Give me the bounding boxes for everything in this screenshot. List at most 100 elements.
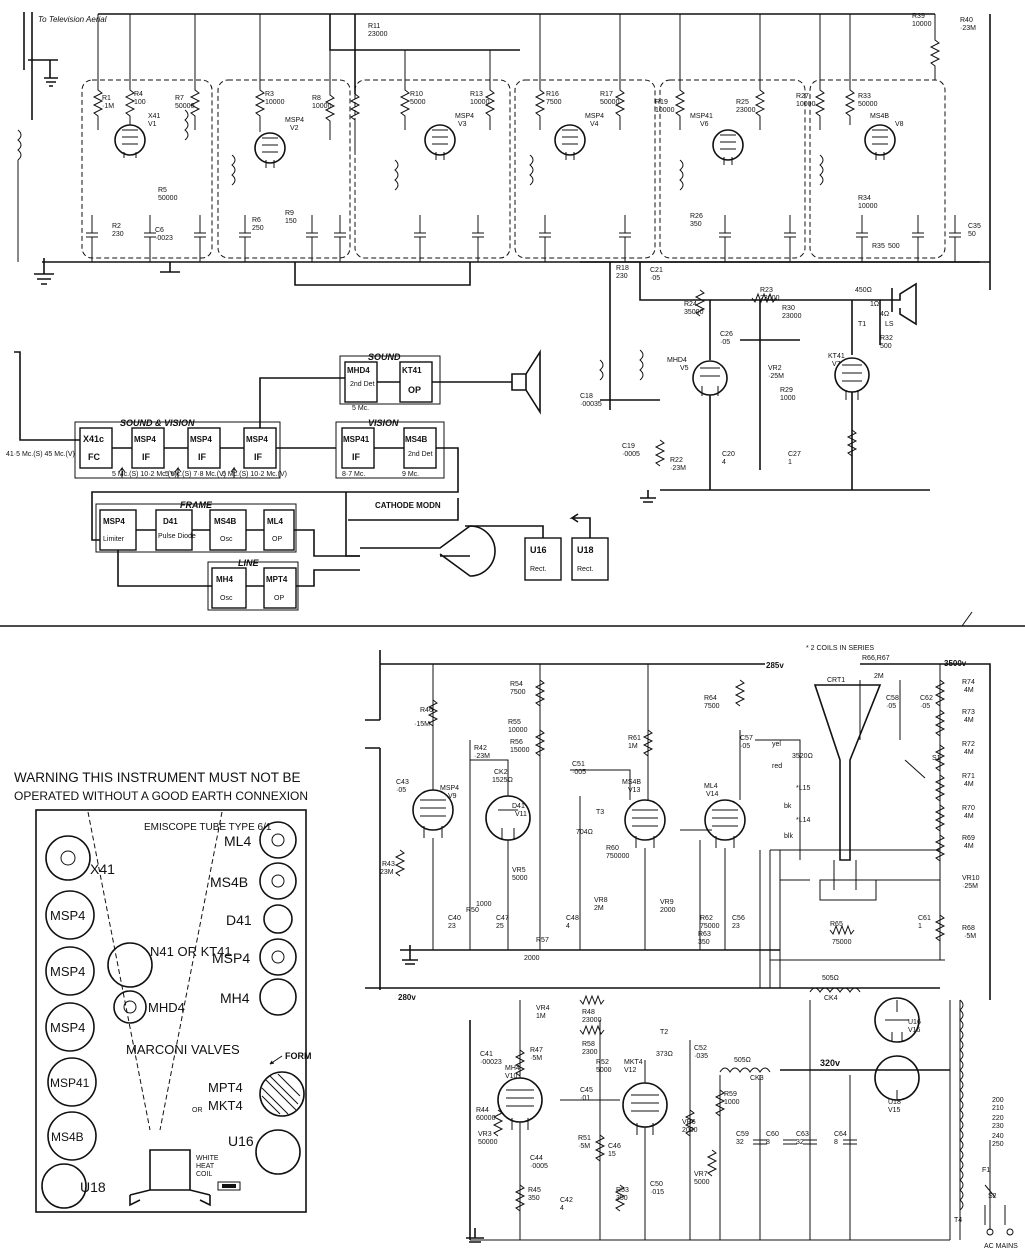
svg-text:OP: OP [274, 595, 284, 602]
svg-text:10000: 10000 [796, 101, 816, 108]
tube-title: EMISCOPE TUBE TYPE 6/1 [144, 822, 272, 833]
svg-text:R33: R33 [858, 93, 871, 100]
svg-text:V9: V9 [448, 793, 457, 800]
svg-text:R2: R2 [112, 223, 121, 230]
svg-text:R59: R59 [724, 1091, 737, 1098]
bottom-schematic: 285v 280v 320v 3500v * 2 COILS IN SERIES… [365, 645, 1018, 1250]
svg-text:FORM: FORM [285, 1051, 312, 1061]
svg-text:CK3: CK3 [750, 1075, 764, 1082]
svg-text:V13: V13 [628, 787, 641, 794]
svg-text:·00023: ·00023 [480, 1059, 502, 1066]
svg-text:MSP4: MSP4 [103, 517, 125, 526]
svg-text:R58: R58 [582, 1041, 595, 1048]
earth-symbol-left [34, 258, 54, 285]
svg-text:150: 150 [285, 218, 297, 225]
svg-text:R60: R60 [606, 845, 619, 852]
svg-text:R30: R30 [782, 305, 795, 312]
svg-text:50000: 50000 [858, 101, 878, 108]
svg-text:·23M: ·23M [474, 753, 490, 760]
valve-v6: MSP41 V6 [690, 113, 744, 165]
svg-text:U16: U16 [228, 1133, 254, 1149]
svg-text:4M: 4M [964, 813, 974, 820]
svg-text:MKT4: MKT4 [624, 1059, 643, 1066]
svg-text:V2: V2 [290, 125, 299, 132]
svg-text:C43: C43 [396, 779, 409, 786]
svg-text:32: 32 [736, 1139, 744, 1146]
svg-text:IF: IF [352, 452, 361, 462]
svg-text:U16: U16 [530, 545, 547, 555]
valve-v15: U18 V15 [874, 1055, 920, 1114]
freq-sv-3: 5 Mc.(S) 10·2 Mc.(V) [222, 471, 287, 478]
svg-text:R34: R34 [858, 195, 871, 202]
svg-text:MH4: MH4 [216, 575, 233, 584]
svg-text:MH4: MH4 [505, 1065, 520, 1072]
svg-text:R48: R48 [582, 1009, 595, 1016]
svg-text:·15M: ·15M [414, 721, 430, 728]
svg-text:MPT4: MPT4 [266, 575, 288, 584]
rail-285v-label: 285v [766, 661, 784, 670]
earth-bus-bottom [400, 945, 780, 965]
svg-text:23000: 23000 [736, 107, 756, 114]
svg-text:C44: C44 [530, 1155, 543, 1162]
top-coils [17, 109, 824, 262]
svg-text:C64: C64 [834, 1131, 847, 1138]
svg-text:U18: U18 [888, 1099, 901, 1106]
group-line-title: LINE [238, 558, 259, 568]
svg-text:·23M: ·23M [670, 465, 686, 472]
svg-text:R57: R57 [536, 937, 549, 944]
svg-text:·25M: ·25M [962, 883, 978, 890]
svg-text:·0005: ·0005 [530, 1163, 548, 1170]
svg-text:R73: R73 [962, 709, 975, 716]
svg-text:·23M: ·23M [960, 25, 976, 32]
svg-text:KT41: KT41 [828, 353, 845, 360]
svg-text:50000: 50000 [158, 195, 178, 202]
svg-text:5000: 5000 [512, 875, 528, 882]
svg-text:V16: V16 [908, 1027, 921, 1034]
svg-text:100: 100 [134, 99, 146, 106]
svg-text:CRT1: CRT1 [827, 677, 845, 684]
svg-text:V10: V10 [505, 1073, 518, 1080]
group-sound-vision-title: SOUND & VISION [120, 418, 195, 428]
rail-320v-label: 320v [820, 1058, 840, 1068]
svg-text:750000: 750000 [606, 853, 629, 860]
svg-text:C48: C48 [566, 915, 579, 922]
valve-socket-msp41: MSP41 [47, 1057, 97, 1107]
svg-text:C6: C6 [155, 227, 164, 234]
svg-text:15: 15 [608, 1151, 616, 1158]
svg-text:10000: 10000 [508, 727, 528, 734]
rail-3500v [860, 663, 991, 1000]
svg-text:1525Ω: 1525Ω [492, 777, 513, 784]
tube-base [129, 1149, 211, 1207]
svg-text:VR5: VR5 [512, 867, 526, 874]
svg-text:23: 23 [448, 923, 456, 930]
svg-text:450Ω: 450Ω [855, 287, 872, 294]
svg-text:R5: R5 [158, 187, 167, 194]
svg-text:ML4: ML4 [267, 517, 284, 526]
valve-socket-x41: X41 [45, 835, 115, 881]
svg-text:8: 8 [834, 1139, 838, 1146]
svg-text:V12: V12 [624, 1067, 637, 1074]
svg-text:R64: R64 [704, 695, 717, 702]
svg-text:7500: 7500 [510, 689, 526, 696]
audio-stage-parts [599, 289, 858, 467]
valve-socket-msp4-1: MSP4 [45, 890, 95, 940]
svg-text:704Ω: 704Ω [576, 829, 593, 836]
svg-text:50: 50 [968, 231, 976, 238]
svg-text:230: 230 [992, 1123, 1004, 1130]
svg-text:·01: ·01 [580, 1095, 590, 1102]
rect-links [465, 513, 591, 538]
svg-text:IF: IF [198, 452, 207, 462]
svg-text:MSP4: MSP4 [440, 785, 459, 792]
svg-text:C20: C20 [722, 451, 735, 458]
valve-socket-ml4: ML4 [224, 821, 297, 859]
svg-text:Osc: Osc [220, 595, 233, 602]
block-if-2: MSP4 IF [187, 427, 221, 469]
svg-text:R17: R17 [600, 91, 613, 98]
svg-text:R4: R4 [134, 91, 143, 98]
svg-text:D41: D41 [226, 912, 252, 928]
svg-text:505Ω: 505Ω [734, 1057, 751, 1064]
svg-text:R69: R69 [962, 835, 975, 842]
svg-text:ML4: ML4 [704, 783, 718, 790]
svg-text:X41: X41 [90, 861, 115, 877]
block-vision-if: MSP41 IF [341, 427, 375, 469]
